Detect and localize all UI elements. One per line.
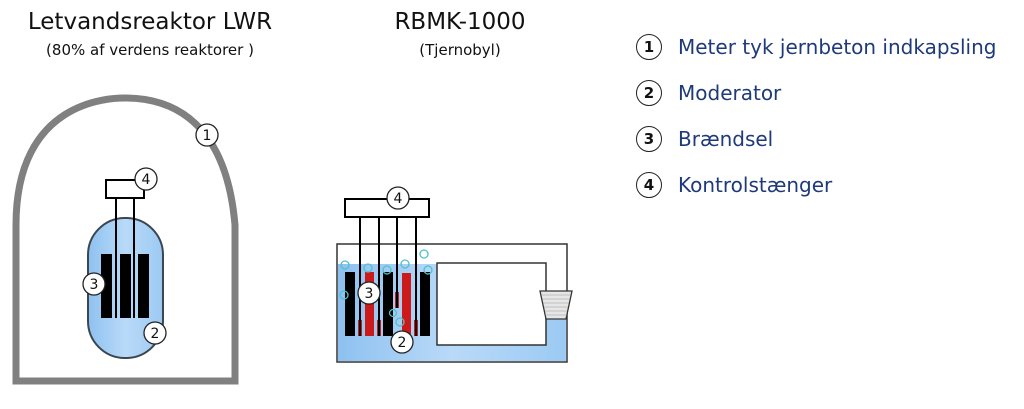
rbmk-callout-2: 2 xyxy=(390,330,414,354)
lwr-title-block: Letvandsreaktor LWR (80% af verdens reak… xyxy=(0,8,300,60)
callout-4-text: 4 xyxy=(142,172,151,188)
lwr-callout-1: 1 xyxy=(195,123,219,147)
lwr-containment-dome xyxy=(12,94,239,385)
callout-3-text: 3 xyxy=(365,286,374,302)
rbmk-callout-3: 3 xyxy=(357,281,381,305)
rbmk-pump xyxy=(539,290,573,320)
legend-item-fuel: 3 Brændsel xyxy=(636,116,996,162)
legend-label: Meter tyk jernbeton indkapsling xyxy=(678,35,997,59)
rbmk-subtitle: (Tjernobyl) xyxy=(419,41,501,59)
legend-number-badge: 3 xyxy=(636,126,662,152)
legend-number-badge: 2 xyxy=(636,80,662,106)
rbmk-title: RBMK-1000 xyxy=(394,9,526,35)
rbmk-callout-4: 4 xyxy=(386,186,410,210)
callout-3-text: 3 xyxy=(90,277,99,293)
rbmk-steam-bubbles xyxy=(339,249,433,327)
rbmk-graphite-block xyxy=(383,272,393,336)
rbmk-steam-separator xyxy=(436,262,547,346)
lwr-callout-2: 2 xyxy=(143,321,167,345)
lwr-title: Letvandsreaktor LWR xyxy=(27,9,273,35)
rbmk-graphite-block xyxy=(420,272,430,336)
callout-1-text: 1 xyxy=(203,128,212,144)
lwr-diagram: 1 4 3 2 xyxy=(12,94,239,385)
lwr-fuel-rod xyxy=(120,254,131,318)
lwr-fuel-rod xyxy=(101,254,112,318)
callout-2-text: 2 xyxy=(398,335,407,351)
legend-number-badge: 4 xyxy=(636,172,662,198)
legend: 1 Meter tyk jernbeton indkapsling 2 Mode… xyxy=(636,24,996,208)
legend-item-moderator: 2 Moderator xyxy=(636,70,996,116)
rbmk-fuel-rod xyxy=(402,273,411,336)
lwr-callout-3: 3 xyxy=(82,272,106,296)
legend-number-badge: 1 xyxy=(636,34,662,60)
legend-item-containment: 1 Meter tyk jernbeton indkapsling xyxy=(636,24,996,70)
legend-item-control-rods: 4 Kontrolstænger xyxy=(636,162,996,208)
legend-label: Brændsel xyxy=(678,127,774,151)
rbmk-graphite-block xyxy=(345,272,355,336)
callout-4-text: 4 xyxy=(394,191,403,207)
legend-label: Kontrolstænger xyxy=(678,173,833,197)
legend-label: Moderator xyxy=(678,81,782,105)
lwr-callout-4: 4 xyxy=(134,167,158,191)
lwr-subtitle: (80% af verdens reaktorer ) xyxy=(46,41,254,59)
rbmk-diagram: 4 3 2 xyxy=(336,186,573,363)
callout-2-text: 2 xyxy=(151,326,160,342)
rbmk-title-block: RBMK-1000 (Tjernobyl) xyxy=(340,8,580,60)
lwr-fuel-rod xyxy=(138,254,149,318)
